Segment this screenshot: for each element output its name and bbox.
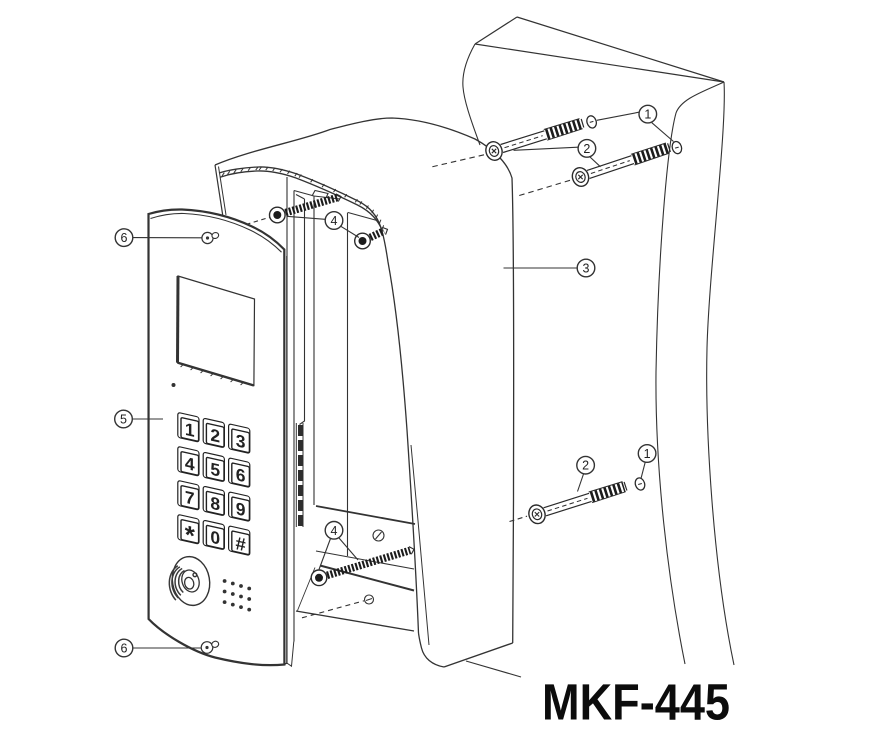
svg-text:2: 2 xyxy=(582,459,589,473)
svg-text:2: 2 xyxy=(210,425,220,447)
svg-text:0: 0 xyxy=(210,527,220,549)
svg-text:2: 2 xyxy=(583,142,590,156)
svg-text:6: 6 xyxy=(236,464,246,486)
svg-text:6: 6 xyxy=(121,231,128,245)
svg-text:*: * xyxy=(185,519,196,551)
svg-text:7: 7 xyxy=(185,487,195,509)
svg-text:5: 5 xyxy=(210,459,220,481)
svg-text:4: 4 xyxy=(331,214,338,228)
svg-text:MKF-445: MKF-445 xyxy=(542,674,730,731)
svg-text:3: 3 xyxy=(236,430,246,452)
svg-text:9: 9 xyxy=(236,498,246,520)
svg-text:1: 1 xyxy=(644,447,651,461)
svg-text:#: # xyxy=(235,532,246,555)
svg-text:5: 5 xyxy=(120,413,127,427)
svg-text:4: 4 xyxy=(331,524,338,538)
svg-text:8: 8 xyxy=(210,493,220,515)
svg-text:6: 6 xyxy=(121,642,128,656)
svg-text:3: 3 xyxy=(583,262,590,276)
svg-text:1: 1 xyxy=(185,419,195,441)
svg-text:4: 4 xyxy=(185,453,195,475)
svg-text:1: 1 xyxy=(644,108,651,122)
